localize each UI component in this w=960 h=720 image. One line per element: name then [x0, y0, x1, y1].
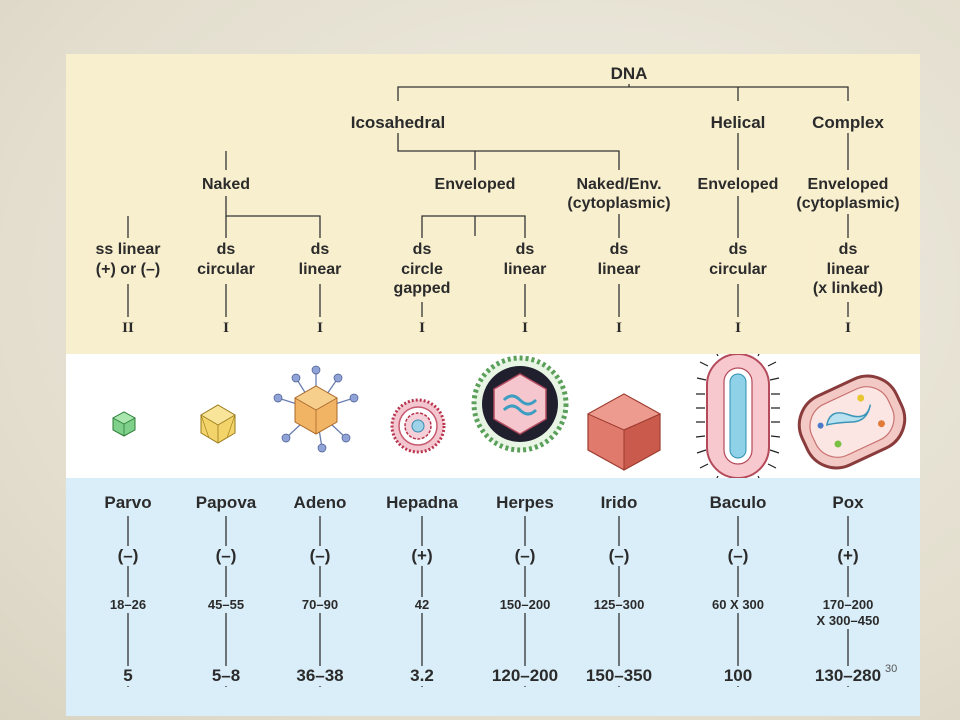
sense-adeno: (–)	[305, 546, 335, 566]
family-name-hepadna: Hepadna	[382, 493, 462, 513]
envelope-enveloped: Enveloped	[431, 175, 519, 194]
genome-size-pox: 130–280	[810, 666, 886, 686]
baltimore-class-papova: I	[223, 320, 229, 336]
envelope-naked-env-cytoplasmic: Naked/Env. (cytoplasmic)	[564, 175, 674, 213]
genome-type-hepadna: ds circle gapped	[390, 240, 454, 299]
sense-herpes: (–)	[510, 546, 540, 566]
size-parvo: 18–26	[105, 597, 151, 613]
size-papova: 45–55	[203, 597, 249, 613]
genome-size-parvo: 5	[119, 666, 137, 686]
sense-pox: (+)	[833, 546, 863, 566]
sense-baculo: (–)	[723, 546, 753, 566]
genome-type-baculo: ds circular	[706, 240, 770, 279]
envelope-enveloped-cytoplasmic: Enveloped (cytoplasmic)	[793, 175, 903, 213]
hepadna-virion-image	[390, 398, 446, 454]
family-name-pox: Pox	[828, 493, 868, 513]
sense-parvo: (–)	[113, 546, 143, 566]
genome-size-baculo: 100	[719, 666, 757, 686]
herpes-virion-image	[471, 355, 569, 453]
baltimore-class-baculo: I	[735, 320, 741, 336]
pox-virion-image	[797, 374, 907, 470]
genome-size-papova: 5–8	[207, 666, 245, 686]
family-name-papova: Papova	[191, 493, 261, 513]
genome-type-papova: ds circular	[194, 240, 258, 279]
size-adeno: 70–90	[297, 597, 343, 613]
family-name-adeno: Adeno	[289, 493, 351, 513]
root-label: DNA	[607, 64, 651, 84]
sense-irido: (–)	[604, 546, 634, 566]
genome-type-irido: ds linear	[594, 240, 644, 279]
genome-size-hepadna: 3.2	[406, 666, 438, 686]
genome-size-irido: 150–350	[581, 666, 657, 686]
virus-illustrations	[112, 354, 907, 478]
irido-virion-image	[586, 393, 662, 471]
baltimore-class-herpes: I	[522, 320, 528, 336]
family-name-irido: Irido	[596, 493, 642, 513]
size-herpes: 150–200	[495, 597, 555, 613]
slide-number: 30	[885, 663, 898, 675]
parvo-virion-image	[112, 411, 136, 437]
baltimore-class-irido: I	[616, 320, 622, 336]
baltimore-class-pox: I	[845, 320, 851, 336]
size-baculo: 60 X 300	[707, 597, 769, 613]
papova-virion-image	[200, 404, 236, 444]
family-name-herpes: Herpes	[492, 493, 558, 513]
size-hepadna: 42	[410, 597, 434, 613]
size-pox: 170–200 X 300–450	[812, 597, 884, 629]
symmetry-helical: Helical	[707, 113, 769, 133]
family-name-baculo: Baculo	[705, 493, 771, 513]
genome-size-adeno: 36–38	[292, 666, 348, 686]
envelope-naked: Naked	[198, 175, 254, 194]
sense-hepadna: (+)	[407, 546, 437, 566]
envelope-helical-enveloped: Enveloped	[694, 175, 782, 194]
adeno-virion-image	[273, 365, 359, 453]
baltimore-class-parvo: II	[122, 320, 134, 336]
family-name-parvo: Parvo	[100, 493, 156, 513]
symmetry-complex: Complex	[809, 113, 887, 133]
genome-type-pox: ds linear (x linked)	[809, 240, 887, 299]
sense-papova: (–)	[211, 546, 241, 566]
symmetry-icosahedral: Icosahedral	[347, 113, 449, 133]
connector-lines	[127, 78, 849, 687]
classification-tree-panel	[66, 54, 920, 354]
baltimore-class-hepadna: I	[419, 320, 425, 336]
genome-type-adeno: ds linear	[295, 240, 345, 279]
baculo-virion-image	[695, 354, 781, 478]
genome-type-herpes: ds linear	[500, 240, 550, 279]
dna-virus-classification-figure: DNA Icosahedral Helical Complex Naked En…	[66, 54, 920, 716]
genome-size-herpes: 120–200	[487, 666, 563, 686]
size-irido: 125–300	[589, 597, 649, 613]
genome-type-parvo: ss linear (+) or (–)	[92, 240, 164, 279]
baltimore-class-adeno: I	[317, 320, 323, 336]
